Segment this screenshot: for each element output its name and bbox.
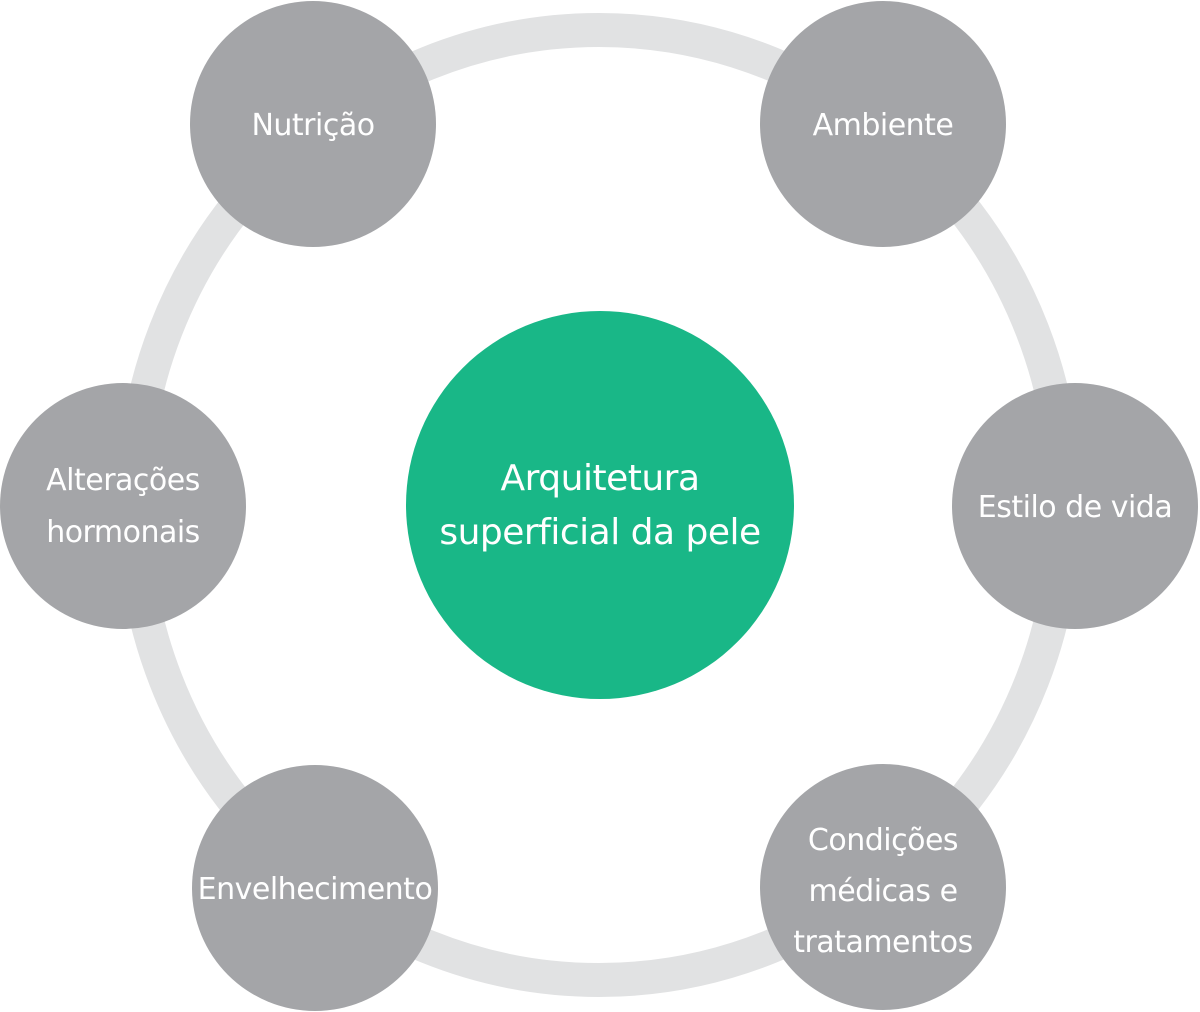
satellite-circle <box>192 765 438 1011</box>
node-label-line: Ambiente <box>813 108 954 143</box>
satellite-node-estilo-de-vida: Estilo de vida <box>952 383 1198 629</box>
satellite-node-nutricao: Nutrição <box>190 1 436 247</box>
center-label-line-2: superficial da pele <box>439 512 760 553</box>
node-label-line: médicas e <box>808 874 957 909</box>
satellite-circle <box>760 764 1006 1010</box>
satellite-circle <box>952 383 1198 629</box>
center-label-line-1: Arquitetura <box>500 458 699 499</box>
node-label-line: Alterações <box>46 463 200 498</box>
node-label-line: hormonais <box>46 515 200 550</box>
center-circle <box>406 311 794 699</box>
node-label-line: tratamentos <box>793 925 973 960</box>
satellite-node-condicoes-medicas: Condições médicas e tratamentos <box>760 764 1006 1010</box>
satellite-circle <box>0 383 246 629</box>
satellite-circle <box>190 1 436 247</box>
satellite-node-envelhecimento: Envelhecimento <box>192 765 438 1011</box>
satellite-node-ambiente: Ambiente <box>760 1 1006 247</box>
node-label-line: Condições <box>808 823 958 858</box>
center-node: Arquitetura superficial da pele <box>406 311 794 699</box>
node-label-line: Nutrição <box>251 108 374 143</box>
satellite-circle <box>760 1 1006 247</box>
satellite-node-alteracoes-hormonais: Alterações hormonais <box>0 383 246 629</box>
node-label-line: Estilo de vida <box>978 490 1172 525</box>
node-label-line: Envelhecimento <box>198 872 433 907</box>
